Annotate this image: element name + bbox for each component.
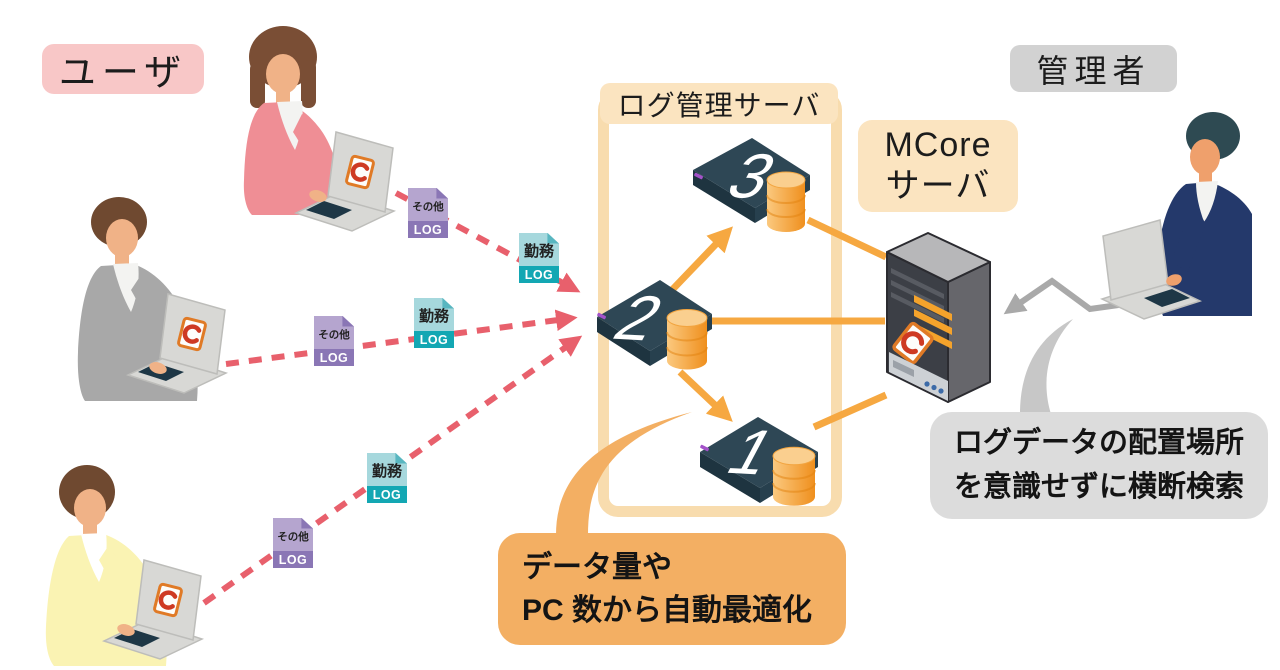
- file-fold-icon: [395, 453, 407, 464]
- file-fold-icon: [342, 316, 354, 327]
- log-server-box-label: ログ管理サーバ: [600, 83, 838, 124]
- log-file-other-icon: その他 LOG: [408, 188, 448, 238]
- log-server-unit-2: [597, 280, 712, 370]
- log-badge: LOG: [273, 551, 313, 568]
- mcore-label-line1: MCore: [884, 126, 992, 165]
- database-icon: [766, 171, 806, 232]
- log-file-other-icon: その他 LOG: [273, 518, 313, 568]
- dashed-log-arrow-bottom: [202, 335, 583, 606]
- search-callout-tail: [1020, 319, 1073, 414]
- log-file-other-icon: その他 LOG: [314, 316, 354, 366]
- user-figure-yellow: [45, 465, 203, 666]
- connection-line-3: [806, 216, 888, 261]
- search-callout-line1: ログデータの配置場所: [954, 427, 1245, 459]
- log-badge: LOG: [519, 266, 559, 283]
- file-fold-icon: [547, 233, 559, 244]
- server-led-icon: [694, 172, 704, 180]
- log-badge: LOG: [367, 486, 407, 503]
- file-fold-icon: [436, 188, 448, 199]
- search-callout: ログデータの配置場所 を意識せずに横断検索: [930, 412, 1268, 519]
- mcore-logo-sticker-icon: [178, 318, 206, 350]
- mcore-logo-sticker-icon: [154, 584, 182, 616]
- log-badge: LOG: [314, 349, 354, 366]
- database-icon: [772, 446, 816, 506]
- distribution-arrows: [669, 226, 733, 422]
- server-led-icon: [700, 444, 710, 452]
- log-file-work-icon: 勤務 LOG: [367, 453, 407, 503]
- dashed-log-arrow-middle: [225, 309, 578, 367]
- user-figure-male-gray: [77, 197, 227, 401]
- mcore-logo-sticker-icon: [892, 321, 934, 365]
- users-label: ユーザ: [42, 44, 204, 94]
- connection-line-1: [812, 391, 888, 431]
- log-file-type: 勤務: [371, 463, 402, 480]
- log-file-type: 勤務: [523, 243, 554, 260]
- optimize-callout-line1: データ量や: [522, 550, 672, 584]
- server-connection-lines: [710, 216, 888, 431]
- file-fold-icon: [301, 518, 313, 529]
- server-led-icon: [597, 312, 607, 320]
- mcore-server-label: MCore サーバ: [858, 120, 1018, 212]
- optimize-callout: データ量や PC 数から自動最適化: [498, 533, 846, 645]
- log-badge: LOG: [408, 221, 448, 238]
- log-file-type: 勤務: [418, 308, 449, 325]
- mcore-label-line2: サーバ: [885, 167, 991, 205]
- mcore-tower-details: [889, 268, 952, 401]
- log-file-type: その他: [277, 531, 309, 543]
- admin-figure: [1101, 112, 1252, 320]
- optimize-callout-tail: [556, 412, 692, 535]
- log-badge: LOG: [414, 331, 454, 348]
- log-file-type: その他: [412, 201, 444, 213]
- mcore-logo-sticker-icon: [346, 156, 374, 188]
- search-arrow-icon: [1003, 277, 1134, 315]
- admin-label: 管理者: [1010, 45, 1177, 92]
- user-figure-female: [243, 26, 395, 232]
- log-file-work-icon: 勤務 LOG: [519, 233, 559, 283]
- log-server-unit-3: [693, 138, 810, 232]
- distribute-arrow-up: [669, 226, 733, 293]
- database-icon: [666, 309, 708, 370]
- search-callout-line2: を意識せずに横断検索: [954, 470, 1245, 503]
- log-server-unit-1: [700, 417, 818, 506]
- file-fold-icon: [442, 298, 454, 309]
- log-file-work-icon: 勤務 LOG: [414, 298, 454, 348]
- distribute-arrow-down: [677, 369, 733, 422]
- log-file-type: その他: [318, 329, 350, 341]
- optimize-callout-line2: PC 数から自動最適化: [522, 594, 813, 627]
